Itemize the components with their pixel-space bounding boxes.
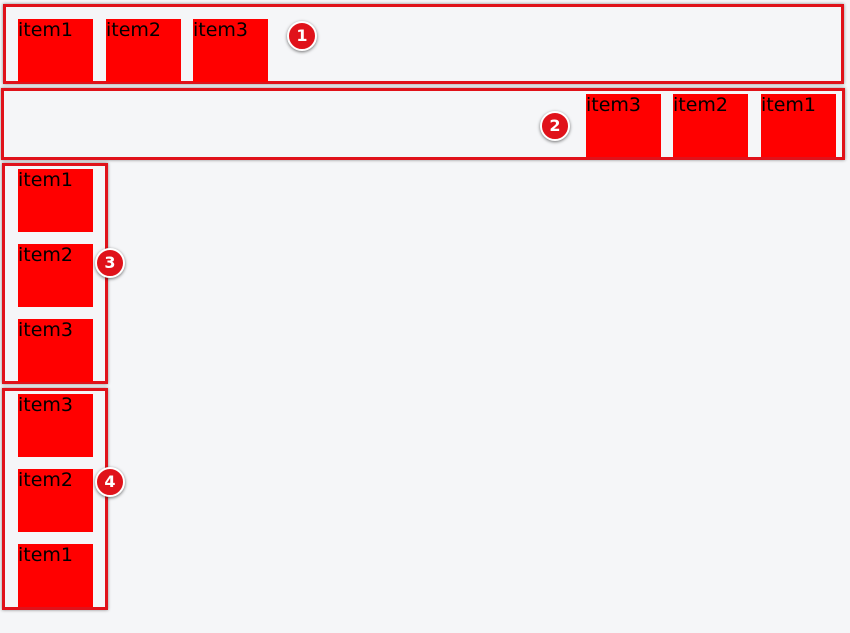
flex-item: item1 bbox=[18, 544, 93, 607]
flex-item: item3 bbox=[18, 319, 93, 382]
flex-item: item1 bbox=[18, 19, 93, 82]
number-badge: 2 bbox=[540, 111, 570, 141]
flex-item: item3 bbox=[586, 94, 661, 157]
flex-item: item2 bbox=[18, 244, 93, 307]
flex-item: item1 bbox=[18, 169, 93, 232]
flex-item: item2 bbox=[673, 94, 748, 157]
flex-item: item2 bbox=[106, 19, 181, 82]
number-badge: 3 bbox=[95, 248, 125, 278]
flex-item: item3 bbox=[193, 19, 268, 82]
number-badge: 4 bbox=[95, 467, 125, 497]
flex-item: item3 bbox=[18, 394, 93, 457]
flex-item: item1 bbox=[761, 94, 836, 157]
flex-item: item2 bbox=[18, 469, 93, 532]
number-badge: 1 bbox=[287, 21, 317, 51]
